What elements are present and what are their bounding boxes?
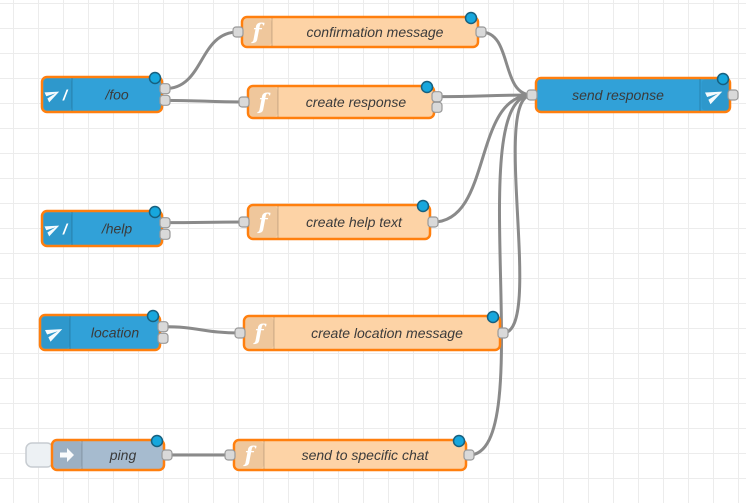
node-label: location: [91, 325, 139, 341]
icon-shade: [235, 441, 264, 469]
wire-send-to-specific-chat-to-send-response[interactable]: [467, 93, 534, 457]
output-port-0[interactable]: [161, 449, 173, 461]
node-label: create location message: [311, 325, 463, 341]
node-label: confirmation message: [307, 24, 444, 40]
node-location[interactable]: location: [38, 309, 169, 352]
icon-shade: [43, 78, 72, 111]
node-foo[interactable]: / /foo: [40, 71, 171, 114]
node-body[interactable]: [38, 313, 162, 352]
node-changed-badge: [716, 72, 730, 86]
node-label: send response: [572, 87, 664, 103]
output-port-1[interactable]: [159, 228, 171, 240]
telegram-plane-icon: [705, 91, 723, 105]
icon-shade: [243, 18, 272, 46]
node-changed-badge: [148, 71, 162, 85]
output-port-1[interactable]: [157, 332, 169, 344]
svg-text:/: /: [62, 222, 69, 239]
output-port-1[interactable]: [159, 94, 171, 106]
telegram-plane-icon: [45, 329, 63, 342]
node-changed-badge: [486, 310, 500, 324]
output-port-0[interactable]: [159, 83, 171, 95]
node-body[interactable]: [40, 75, 164, 114]
wire-foo-to-create-response[interactable]: [163, 98, 246, 104]
input-port[interactable]: [234, 327, 246, 339]
wire-location-to-create-location-message[interactable]: [161, 325, 242, 335]
svg-text:/: /: [62, 88, 69, 105]
icon-shade: [249, 87, 278, 117]
output-port-0[interactable]: [159, 217, 171, 229]
icon-shade: [249, 206, 278, 238]
inject-button[interactable]: [25, 442, 54, 468]
wire-confirmation-message-to-send-response[interactable]: [479, 30, 534, 97]
telegram-command-icon: /: [44, 88, 69, 105]
telegram-command-icon: /: [44, 222, 69, 239]
output-port-0[interactable]: [157, 321, 169, 333]
node-label: send to specific chat: [302, 447, 430, 463]
output-port-0[interactable]: [427, 216, 439, 228]
icon-shade: [43, 212, 72, 245]
telegram-plane-icon: [44, 225, 60, 237]
node-send-response[interactable]: send response: [526, 72, 739, 114]
input-port[interactable]: [232, 26, 244, 38]
node-label: create response: [306, 94, 407, 110]
output-port-0[interactable]: [727, 89, 739, 101]
node-help[interactable]: / /help: [40, 205, 171, 248]
node-label: /help: [101, 221, 133, 237]
node-changed-badge: [150, 434, 164, 448]
wire-create-location-message-to-send-response[interactable]: [501, 93, 534, 335]
node-body[interactable]: [40, 209, 164, 248]
input-port[interactable]: [526, 89, 538, 101]
node-changed-badge: [148, 205, 162, 219]
wire-create-help-text-to-send-response[interactable]: [431, 93, 534, 224]
node-changed-badge: [420, 80, 434, 94]
wire-create-response-to-send-response[interactable]: [435, 93, 534, 99]
node-changed-badge: [464, 11, 478, 25]
output-port-0[interactable]: [475, 26, 487, 38]
output-port-0[interactable]: [497, 327, 509, 339]
node-changed-badge: [452, 434, 466, 448]
node-label: ping: [109, 447, 137, 463]
node-changed-badge: [146, 309, 160, 323]
node-ping[interactable]: ping: [25, 434, 173, 472]
input-port[interactable]: [224, 449, 236, 461]
output-port-0[interactable]: [463, 449, 475, 461]
node-changed-badge: [416, 199, 430, 213]
inject-arrow-icon: [60, 448, 74, 462]
input-port[interactable]: [238, 96, 250, 108]
telegram-plane-icon: [44, 91, 60, 103]
output-port-1[interactable]: [431, 101, 443, 113]
wire-help-to-create-help-text[interactable]: [163, 220, 246, 225]
icon-shade: [245, 317, 274, 349]
input-port[interactable]: [238, 216, 250, 228]
output-port-0[interactable]: [431, 91, 443, 103]
node-label: create help text: [306, 214, 403, 230]
node-label: /foo: [104, 87, 129, 103]
wire-foo-to-confirmation-message[interactable]: [163, 30, 240, 91]
